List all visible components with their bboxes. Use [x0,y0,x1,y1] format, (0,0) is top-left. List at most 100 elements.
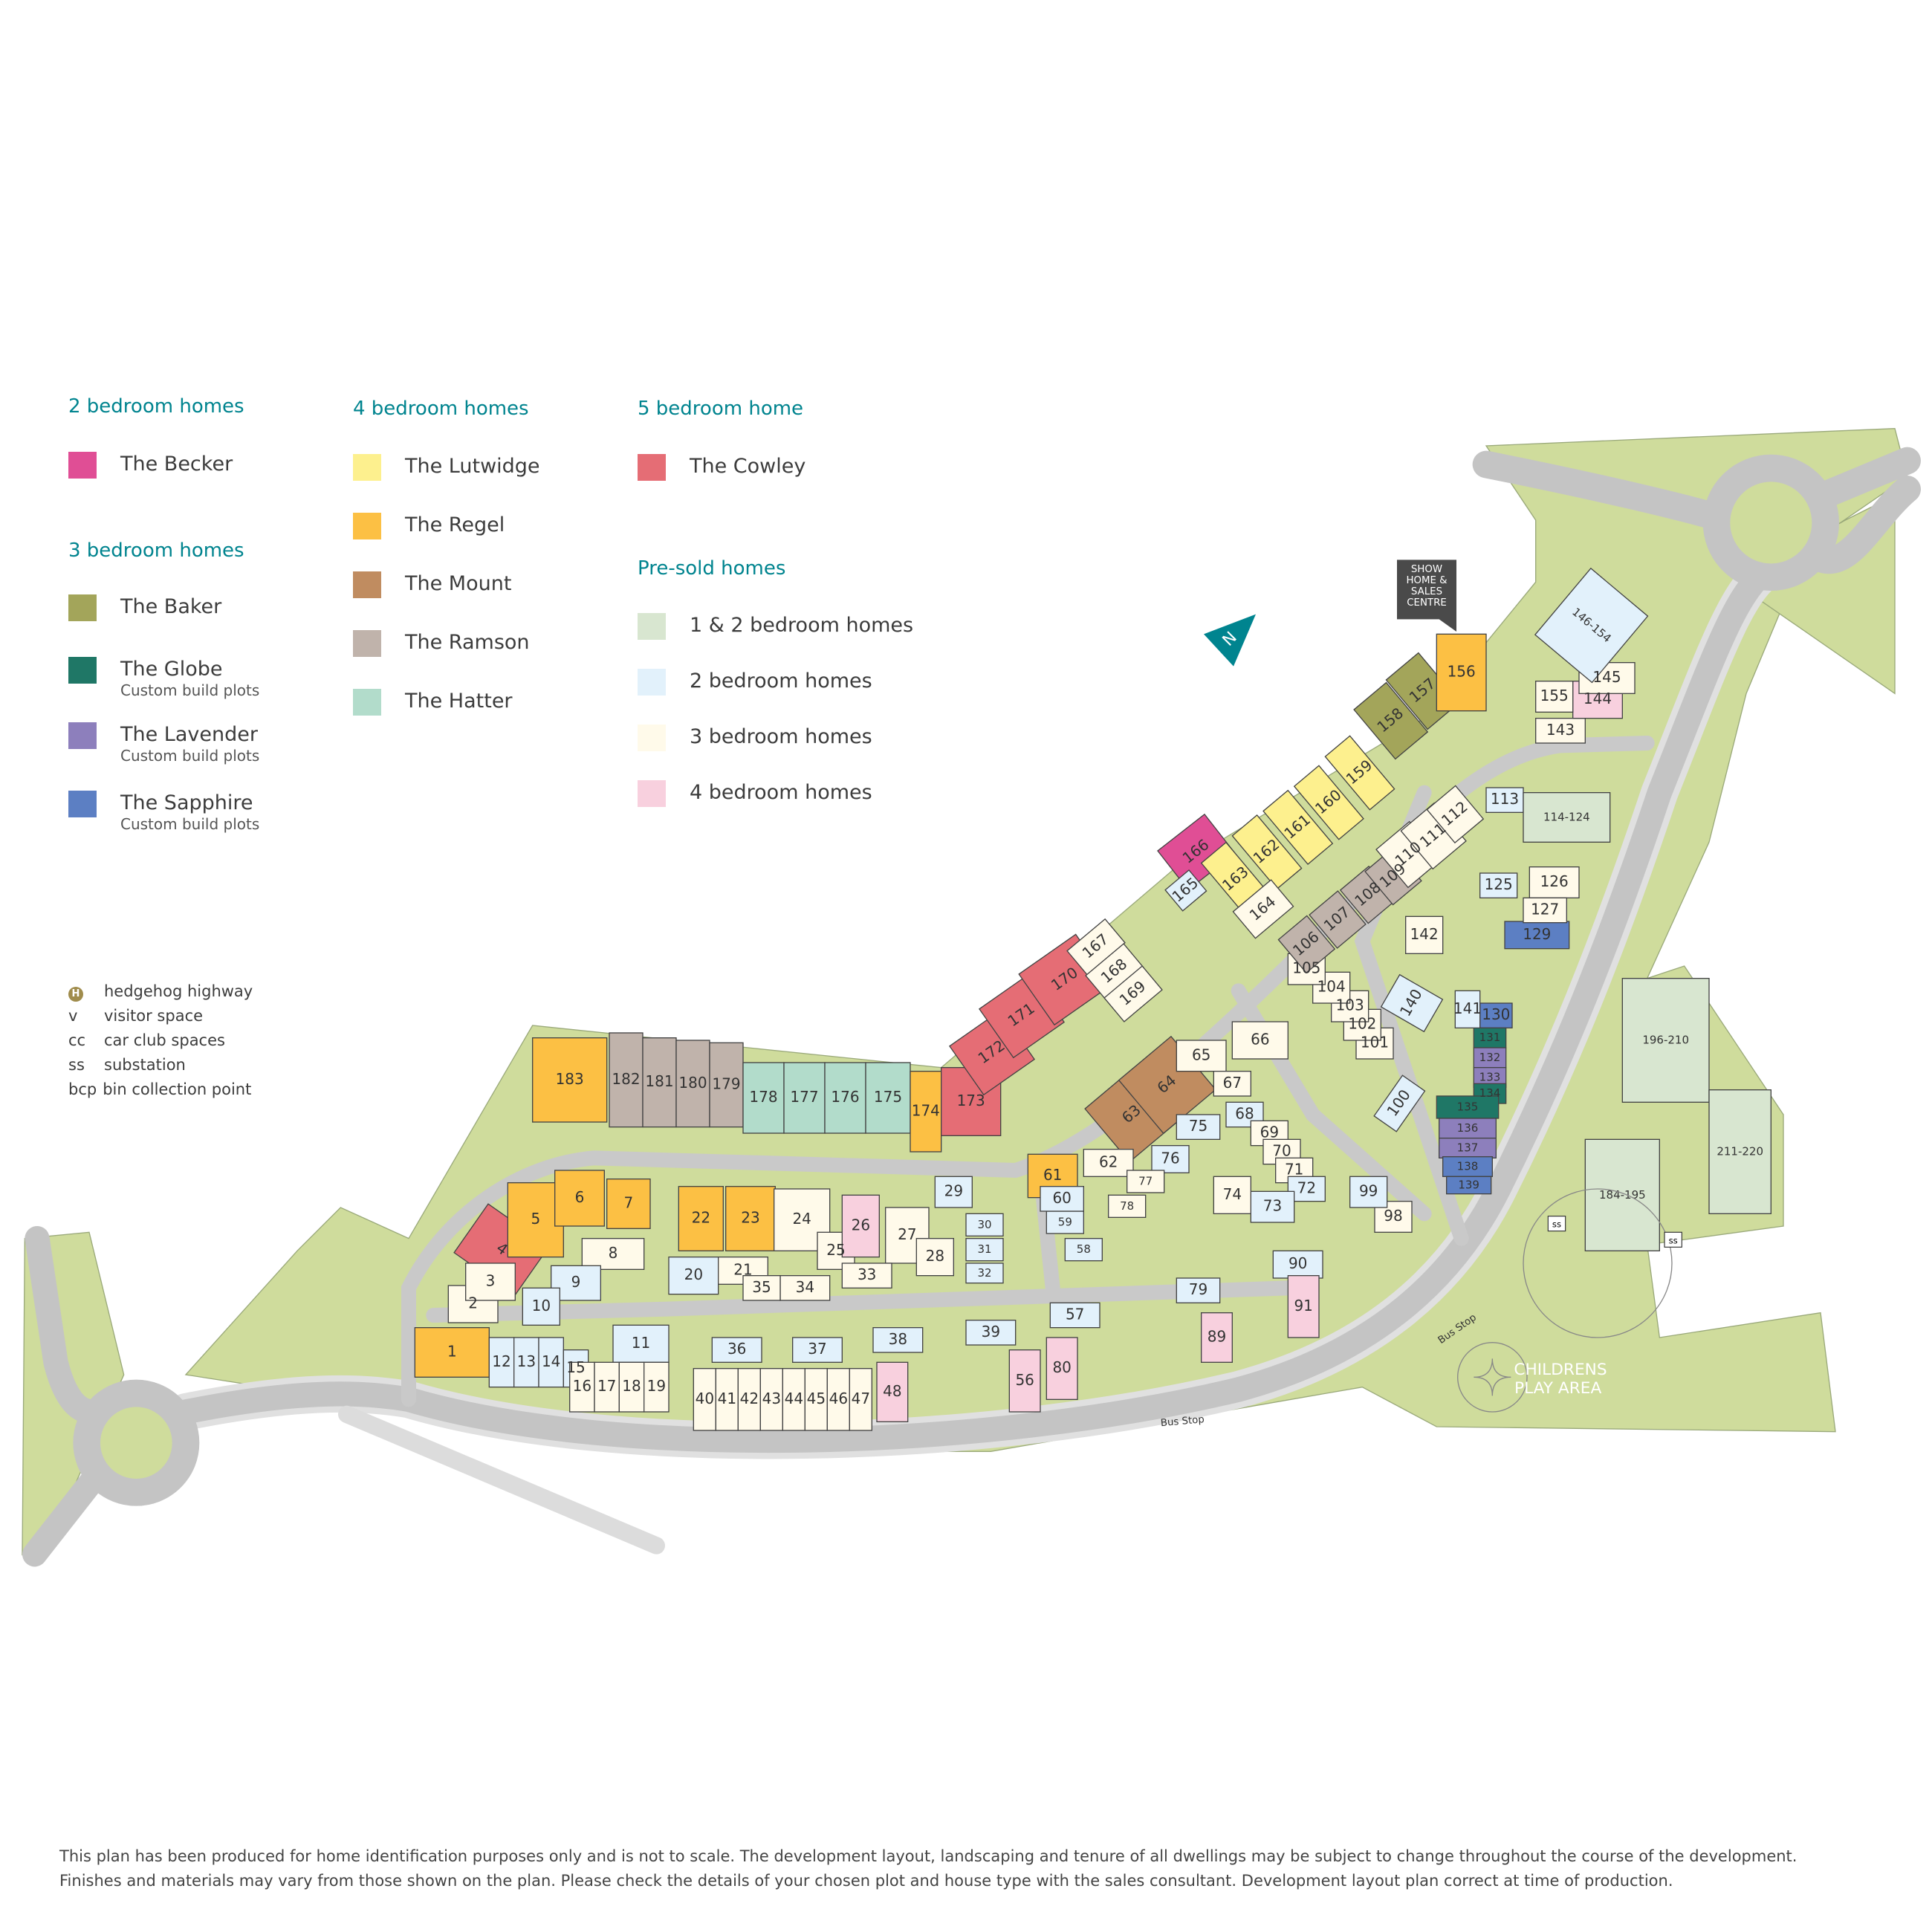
plot-182[interactable] [609,1032,644,1128]
plot-125[interactable] [1479,872,1518,898]
plot-114-124[interactable] [1523,792,1611,843]
plot-57[interactable] [1049,1302,1100,1329]
plot-26[interactable] [841,1194,881,1258]
plot-1[interactable] [414,1327,490,1378]
plot-155[interactable] [1535,681,1574,713]
plot-176[interactable] [824,1062,866,1134]
plot-60[interactable] [1040,1186,1084,1212]
plot-107[interactable] [1309,890,1367,949]
plot-36[interactable] [711,1337,762,1363]
plot-34[interactable] [779,1275,831,1301]
plot-16[interactable] [569,1361,595,1413]
plot-33[interactable] [841,1262,892,1288]
plot-165[interactable] [1164,869,1208,912]
plot-3[interactable] [465,1262,516,1301]
plot-62[interactable] [1083,1149,1134,1177]
plot-22[interactable] [678,1186,724,1251]
plot-78[interactable] [1108,1194,1147,1219]
plot-138[interactable] [1442,1156,1493,1177]
plot-73[interactable] [1250,1190,1295,1223]
plot-17[interactable] [594,1361,620,1413]
plot-7[interactable] [606,1179,651,1229]
plot-66[interactable] [1231,1021,1289,1060]
plot-156[interactable] [1436,633,1487,712]
show-home-text: CENTRE [1407,597,1447,609]
plot-6[interactable] [554,1170,605,1227]
plot-30[interactable] [965,1213,1004,1237]
plot-113[interactable] [1485,787,1524,813]
plot-8[interactable] [581,1238,645,1270]
plot-38[interactable] [872,1327,924,1353]
plot-76[interactable] [1151,1145,1190,1173]
plot-47[interactable] [849,1368,873,1431]
plot-160[interactable] [1293,765,1364,840]
plot-32[interactable] [965,1262,1004,1284]
plot-44[interactable] [782,1368,806,1431]
plot-74[interactable] [1213,1176,1252,1215]
plot-196-210[interactable] [1621,978,1710,1103]
plot-11[interactable] [612,1324,670,1364]
plot-67[interactable] [1213,1071,1252,1097]
plot-77[interactable] [1127,1170,1165,1193]
plot-211-220[interactable] [1708,1089,1772,1214]
plot-5[interactable] [507,1182,564,1258]
plot-127[interactable] [1523,897,1568,924]
plot-42[interactable] [737,1368,761,1431]
plot-178[interactable] [742,1062,785,1134]
plot-56[interactable] [1008,1349,1041,1413]
plot-158[interactable] [1353,681,1429,760]
plot-43[interactable] [759,1368,784,1431]
plot-174[interactable] [910,1071,942,1153]
plot-164[interactable] [1232,879,1294,939]
plot-79[interactable] [1176,1277,1221,1303]
plot-10[interactable] [522,1287,560,1326]
plot-80[interactable] [1046,1337,1078,1400]
plot-129[interactable] [1504,921,1570,950]
plot-136[interactable] [1439,1118,1497,1139]
plot-162[interactable] [1231,814,1303,890]
plot-181[interactable] [642,1037,677,1128]
plot-20[interactable] [668,1257,719,1295]
plot-159[interactable] [1324,735,1395,811]
plot-39[interactable] [965,1320,1017,1346]
plot-23[interactable] [725,1186,776,1251]
plot-91[interactable] [1287,1275,1320,1338]
plot-29[interactable] [934,1176,973,1208]
plot-41[interactable] [715,1368,739,1431]
plot-169[interactable] [1103,965,1163,1022]
plot-141[interactable] [1454,990,1481,1029]
plot-48[interactable] [876,1361,909,1423]
legend-item-ramson: The Ramson [353,630,530,657]
plot-106[interactable] [1277,915,1336,974]
plot-19[interactable] [644,1361,670,1413]
plot-75[interactable] [1176,1114,1221,1140]
plot-58[interactable] [1064,1238,1103,1262]
plot-112[interactable] [1426,785,1485,844]
plot-number: 144 [1583,690,1612,707]
plot-31[interactable] [965,1238,1004,1262]
plot-46[interactable] [826,1368,851,1431]
plot-142[interactable] [1405,915,1444,955]
plot-100[interactable] [1373,1074,1426,1132]
plot-161[interactable] [1262,789,1334,865]
plot-146-154[interactable] [1534,567,1649,684]
plot-90[interactable] [1272,1250,1323,1279]
plot-35[interactable] [742,1275,781,1301]
plot-177[interactable] [783,1062,826,1134]
plot-99[interactable] [1349,1176,1388,1208]
plot-140[interactable] [1380,973,1444,1033]
plot-65[interactable] [1176,1040,1227,1072]
plot-143[interactable] [1535,718,1586,744]
plot-126[interactable] [1529,866,1580,898]
plot-184-195[interactable] [1584,1138,1660,1252]
plot-183[interactable] [532,1037,608,1123]
plot-45[interactable] [804,1368,829,1431]
plot-28[interactable] [915,1238,955,1277]
plot-139[interactable] [1446,1176,1492,1195]
plot-179[interactable] [709,1042,744,1128]
swatch-becker [68,452,97,479]
plot-131[interactable] [1473,1027,1507,1048]
plot-37[interactable] [792,1337,843,1363]
plot-89[interactable] [1201,1312,1233,1363]
